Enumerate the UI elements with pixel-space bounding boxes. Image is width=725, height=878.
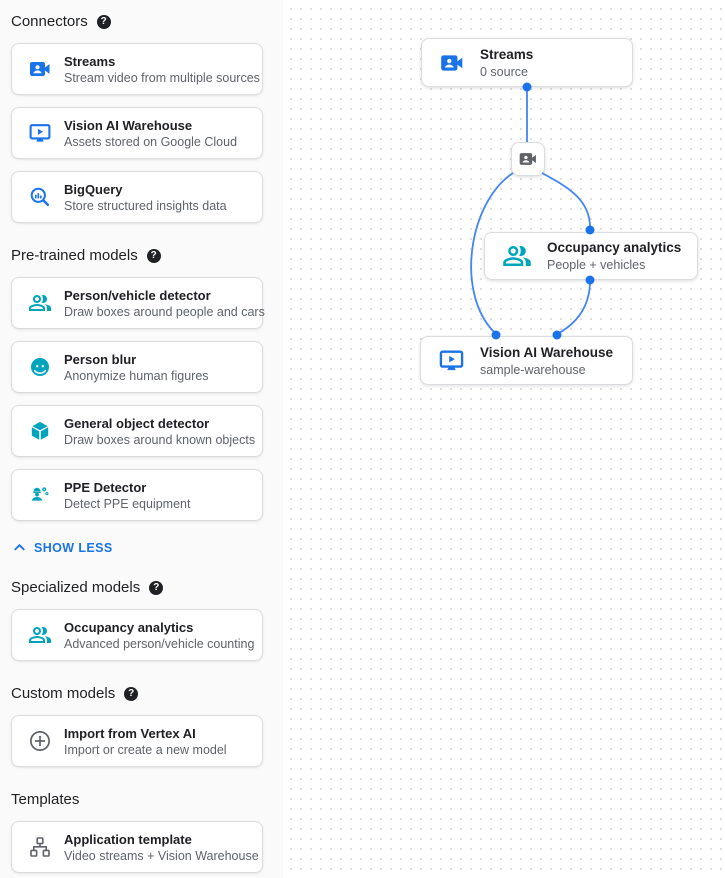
node-streams[interactable]: Streams 0 source <box>421 38 633 87</box>
node-subtitle: sample-warehouse <box>480 362 586 377</box>
card-title: Person/vehicle detector <box>64 287 211 303</box>
card-title: General object detector <box>64 415 210 431</box>
ppe-icon <box>28 483 52 507</box>
section-title: Specialized models? <box>11 579 263 596</box>
show-less-label: SHOW LESS <box>34 540 113 555</box>
node-title: Vision AI Warehouse <box>480 344 614 360</box>
card-subtitle: Store structured insights data <box>64 198 227 213</box>
card-title: Import from Vertex AI <box>64 725 196 741</box>
help-icon[interactable]: ? <box>149 580 164 595</box>
add-circle-icon <box>28 729 52 753</box>
card-subtitle: Assets stored on Google Cloud <box>64 134 238 149</box>
help-icon[interactable]: ? <box>96 14 111 29</box>
edge-occupancy-warehouse <box>558 280 591 334</box>
section-pre-trained-models: Pre-trained models? Person/vehicle detect… <box>11 247 265 555</box>
pipeline-canvas[interactable]: Streams 0 source Occupancy analytics Peo… <box>283 0 725 878</box>
card-subtitle: Import or create a new model <box>64 742 227 757</box>
face-blur-icon <box>28 355 52 379</box>
node-subtitle: People + vehicles <box>547 258 646 272</box>
help-icon[interactable]: ? <box>124 686 139 701</box>
smart-display-icon <box>28 121 52 145</box>
people-icon <box>28 623 52 647</box>
card-subtitle: Stream video from multiple sources <box>64 70 260 85</box>
section-title: Custom models? <box>11 685 263 702</box>
card-title: Vision AI Warehouse <box>64 117 193 133</box>
node-stream-processor[interactable] <box>511 142 545 176</box>
cube-icon <box>28 419 52 443</box>
smart-display-icon <box>438 347 465 374</box>
people-icon <box>28 291 52 315</box>
card-subtitle: Video streams + Vision Warehouse <box>64 848 259 863</box>
video-camera-icon <box>28 57 52 81</box>
tree-icon <box>28 835 52 859</box>
card-subtitle: Anonymize human figures <box>64 368 209 383</box>
node-title: Occupancy analytics <box>547 240 682 255</box>
help-icon[interactable]: ? <box>146 248 161 263</box>
video-camera-icon <box>439 50 465 76</box>
pipeline-edges <box>470 82 595 340</box>
video-camera-icon <box>518 149 538 169</box>
node-occupancy-analytics[interactable]: Occupancy analytics People + vehicles <box>484 232 698 280</box>
section-title: Connectors? <box>11 13 263 30</box>
show-less-link[interactable]: SHOW LESS <box>12 540 263 555</box>
card-subtitle: Detect PPE equipment <box>64 496 191 511</box>
section-title: Templates <box>11 791 80 808</box>
card-title: BigQuery <box>64 181 123 197</box>
card-subtitle: Draw boxes around known objects <box>64 432 256 447</box>
node-title: Streams <box>480 46 534 62</box>
card-title: Occupancy analytics <box>64 619 194 635</box>
card-title: Streams <box>64 53 116 69</box>
node-vision-ai-warehouse[interactable]: Vision AI Warehouse sample-warehouse <box>420 336 633 385</box>
edge-processor-occupancy <box>541 172 591 228</box>
card-subtitle: Draw boxes around people and cars <box>64 304 265 319</box>
bigquery-icon <box>28 185 52 209</box>
card-title: Person blur <box>64 351 137 367</box>
node-subtitle: 0 source <box>480 64 528 79</box>
card-title: PPE Detector <box>64 479 147 495</box>
chevron-up-icon <box>12 540 27 555</box>
card-title: Application template <box>64 831 192 847</box>
section-title: Pre-trained models? <box>11 247 263 264</box>
card-subtitle: Advanced person/vehicle counting <box>64 636 255 651</box>
people-icon <box>502 241 532 271</box>
